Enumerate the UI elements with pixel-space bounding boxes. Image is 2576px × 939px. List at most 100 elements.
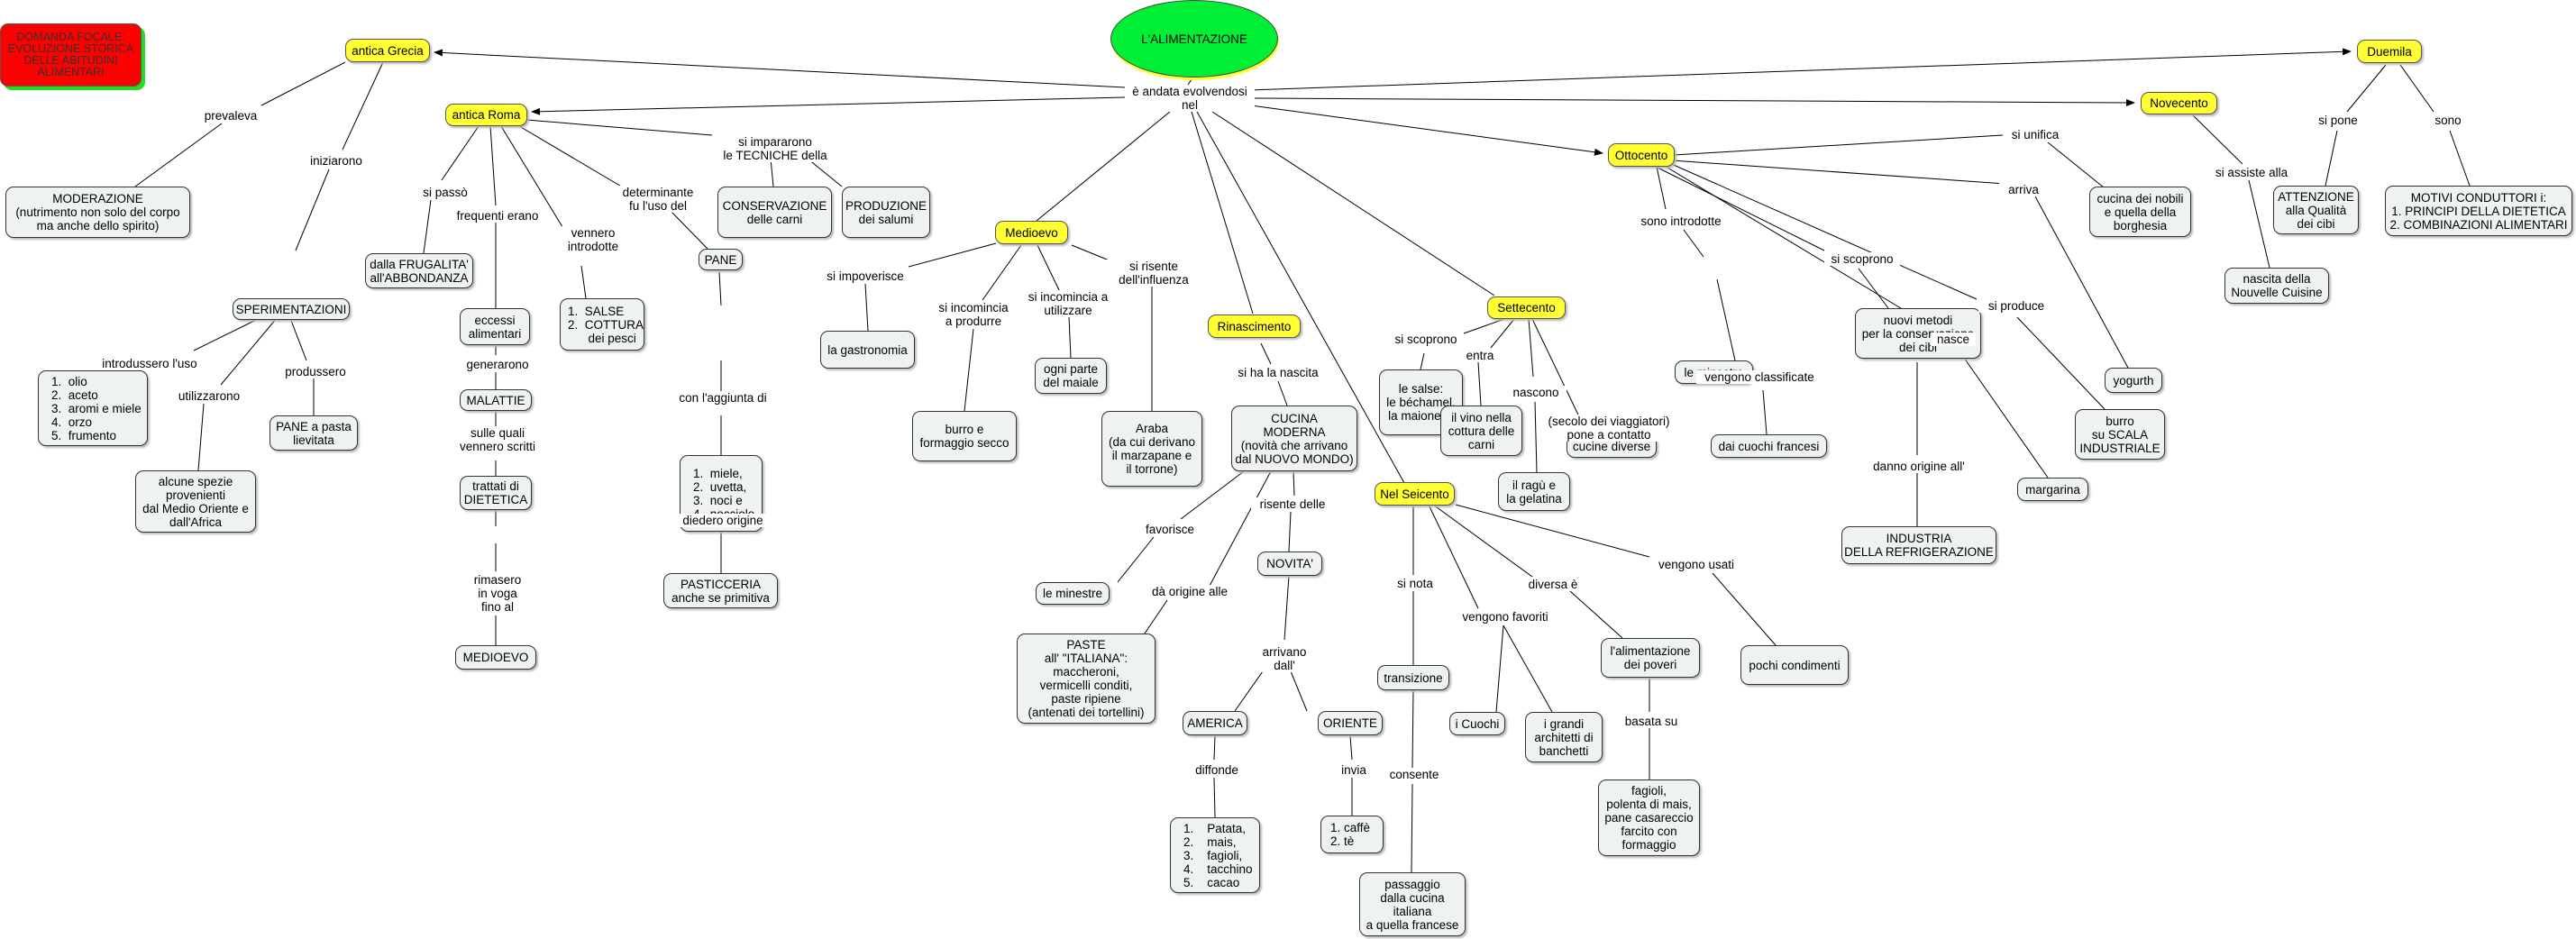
era-ottocento[interactable]: Ottocento [1608, 143, 1675, 167]
concept-produzione[interactable]: PRODUZIONE dei salumi [842, 187, 930, 238]
link-generarono: generarono [458, 358, 537, 371]
link-consente: consente [1381, 768, 1448, 781]
link-si-nota: si nota [1388, 577, 1442, 590]
link-viaggiatori: (secolo dei viaggiatori) pone a contatto [1539, 415, 1678, 442]
concept-caffe-list[interactable]: 1. caffè 2. tè [1320, 816, 1384, 853]
era-duemila[interactable]: Duemila [2357, 40, 2422, 63]
era-antica-roma[interactable]: antica Roma [445, 104, 527, 126]
link-arriva: arriva [1999, 183, 2048, 196]
concept-frugalita[interactable]: dalla FRUGALITA' all'ABBONDANZA [365, 253, 473, 288]
concept-spezie[interactable]: alcune spezie provenienti dal Medio Orie… [135, 470, 256, 533]
concept-margarina[interactable]: margarina [2017, 478, 2088, 501]
concept-moderazione[interactable]: MODERAZIONE (nutrimento non solo del cor… [5, 187, 190, 238]
link-diffonde: diffonde [1185, 763, 1248, 777]
link-nasce: nasce [1931, 333, 1976, 346]
concept-introdussero-list[interactable]: 1. olio 2. aceto 3. aromi e miele 4. orz… [38, 370, 148, 446]
concept-vino[interactable]: il vino nella cottura delle carni [1440, 406, 1522, 456]
concept-burro-industriale[interactable]: burro su SCALA INDUSTRIALE [2075, 409, 2165, 460]
concept-pane-lievitata[interactable]: PANE a pasta lievitata [269, 415, 358, 451]
concept-fagioli-polenta[interactable]: fagioli, polenta di mais, pane casarecci… [1598, 779, 1700, 856]
link-si-unifica: si unifica [2003, 128, 2068, 141]
concept-araba[interactable]: Araba (da cui derivano il marzapane e il… [1101, 411, 1202, 487]
link-introdussero: introdussero l'uso [96, 357, 204, 370]
link-prevaleva: prevaleva [196, 109, 265, 123]
link-invia: invia [1332, 763, 1375, 777]
concept-pochi-condimenti[interactable]: pochi condimenti [1740, 645, 1849, 685]
concept-malattie[interactable]: MALATTIE [460, 389, 532, 411]
concept-cucina-nobili[interactable]: cucina dei nobili e quella della borghes… [2089, 187, 2191, 237]
link-si-produce: si produce [1978, 299, 2054, 313]
link-vengono-usati: vengono usati [1649, 558, 1743, 571]
era-medioevo[interactable]: Medioevo [995, 221, 1068, 244]
main-concept-alimentazione[interactable]: L'ALIMENTAZIONE [1110, 0, 1278, 77]
link-impoverisce: si impoverisce [818, 269, 912, 283]
era-novecento[interactable]: Novecento [2141, 92, 2217, 114]
concept-medioevo[interactable]: MEDIOEVO [455, 645, 536, 670]
link-incomincia-utilizzare: si incomincia a utilizzare [1014, 290, 1122, 317]
concept-nouvelle-cuisine[interactable]: nascita della Nouvelle Cuisine [2224, 268, 2329, 304]
link-sono: sono [2426, 114, 2470, 127]
link-sulle-quali: sulle quali vennero scritti [445, 426, 550, 453]
concept-america[interactable]: AMERICA [1183, 711, 1247, 735]
concept-industria[interactable]: INDUSTRIA DELLA REFRIGERAZIONE [1841, 526, 1996, 564]
link-vengono-favoriti: vengono favoriti [1451, 610, 1559, 624]
link-sono-introdotte: sono introdotte [1630, 214, 1732, 228]
concept-conservazione[interactable]: CONSERVAZIONE delle carni [717, 187, 832, 238]
link-iniziarono: iniziarono [300, 154, 372, 168]
era-rinascimento[interactable]: Rinascimento [1208, 315, 1301, 338]
link-rimasero: rimasero in voga fino al [464, 573, 531, 614]
link-frequenti: frequenti erano [451, 209, 544, 223]
concept-ragu[interactable]: il ragù e la gelatina [1498, 472, 1570, 511]
concept-architetti[interactable]: i grandi architetti di banchetti [1525, 712, 1603, 762]
concept-trattati[interactable]: trattati di DIETETICA [460, 476, 532, 510]
concept-patata-list[interactable]: 1. Patata, 2. mais, 3. fagioli, 4. tacch… [1170, 817, 1260, 893]
link-risente-delle: risente delle [1251, 497, 1334, 511]
concept-yogurth[interactable]: yogurth [2105, 368, 2162, 393]
link-si-passo: si passò [416, 186, 474, 199]
link-impararono: si impararono le TECNICHE della [712, 135, 838, 162]
link-entra: entra [1458, 349, 1502, 362]
link-determinante: determinante fu l'uso del [611, 186, 705, 213]
concept-eccessi[interactable]: eccessi alimentari [460, 308, 530, 345]
era-seicento[interactable]: Nel Seicento [1375, 482, 1455, 506]
link-vengono-classificate: vengono classificate [1696, 370, 1822, 384]
link-vennero-introdotte: vennero introdotte [557, 226, 629, 253]
link-utilizzarono: utilizzarono [169, 389, 249, 403]
concept-paste[interactable]: PASTE all' "ITALIANA": maccheroni, vermi… [1017, 634, 1156, 724]
link-ha-la-nascita: si ha la nascita [1226, 366, 1330, 379]
link-produssero: produssero [278, 365, 353, 378]
focal-question[interactable]: DOMANDA FOCALE: EVOLUZIONE STORICA DELLE… [0, 23, 142, 87]
concept-minestre-1[interactable]: le minestre [1036, 582, 1110, 605]
link-con-aggiunta: con l'aggiunta di [667, 391, 779, 405]
concept-attenzione[interactable]: ATTENZIONE alla Qualità dei cibi [2273, 186, 2359, 234]
link-favorisce: favorisce [1137, 523, 1202, 536]
concept-burro-formaggio[interactable]: burro e formaggio secco [912, 411, 1017, 461]
era-antica-grecia[interactable]: antica Grecia [345, 39, 430, 62]
concept-cuochi[interactable]: i Cuochi [1449, 712, 1505, 735]
concept-gastronomia[interactable]: la gastronomia [820, 331, 915, 369]
concept-pane[interactable]: PANE [699, 249, 743, 270]
link-diedero-origine: diedero origine [671, 514, 774, 527]
link-arrivano: arrivano dall' [1253, 645, 1316, 672]
concept-pasticceria[interactable]: PASTICCERIA anche se primitiva [663, 573, 778, 608]
link-risente-influenza: si risente dell'influenza [1104, 260, 1203, 287]
concept-passaggio[interactable]: passaggio dalla cucina italiana a quella… [1359, 872, 1466, 936]
concept-cucina-moderna[interactable]: CUCINA MODERNA (novità che arrivano dal … [1231, 406, 1357, 471]
link-basata-su: basata su [1617, 715, 1685, 728]
link-si-scoprono-2: si scoprono [1824, 252, 1900, 266]
link-evolvendosi: è andata evolvendosi nel [1125, 85, 1255, 112]
link-si-scoprono-1: si scoprono [1388, 333, 1464, 346]
concept-oriente[interactable]: ORIENTE [1318, 711, 1383, 735]
link-si-assiste: si assiste alla [2206, 166, 2297, 179]
concept-maiale[interactable]: ogni parte del maiale [1035, 358, 1107, 394]
concept-alimentazione-poveri[interactable]: l'alimentazione dei poveri [1601, 638, 1700, 678]
link-danno-origine: danno origine all' [1859, 460, 1979, 473]
link-si-pone: si pone [2311, 114, 2365, 127]
concept-transizione[interactable]: transizione [1377, 665, 1449, 690]
concept-motivi-conduttori[interactable]: MOTIVI CONDUTTORI i: 1. PRINCIPI DELLA D… [2385, 186, 2572, 236]
concept-sperimentazioni[interactable]: SPERIMENTAZIONI [233, 298, 350, 320]
concept-novita[interactable]: NOVITA' [1257, 552, 1322, 576]
concept-salse-pesci[interactable]: 1. SALSE 2. COTTURA dei pesci [560, 298, 644, 351]
era-settecento[interactable]: Settecento [1487, 296, 1566, 319]
concept-cuochi-francesi[interactable]: dai cuochi francesi [1711, 434, 1827, 458]
